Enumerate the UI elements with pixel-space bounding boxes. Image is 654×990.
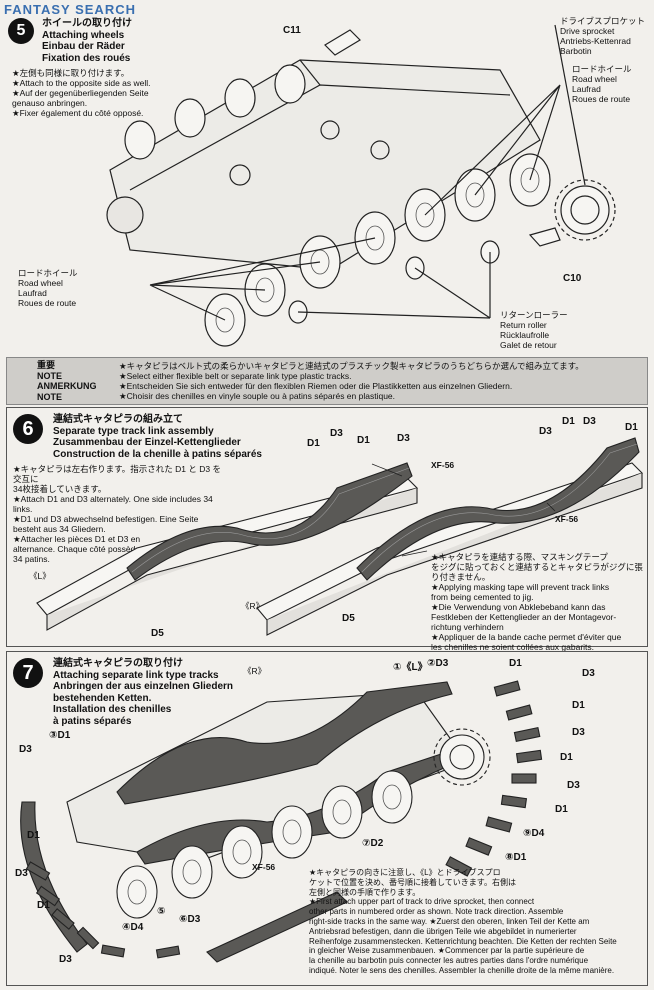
part-d3-label: D3 bbox=[567, 780, 580, 791]
note-lines: ★キャタピラはベルト式の柔らかいキャタピラと連結式のプラスチック製キャタピラのう… bbox=[119, 361, 584, 401]
paint-xf56-tag: XF-56 bbox=[431, 460, 455, 470]
return-roller-label: リターンローラー Return roller Rücklaufrolle Gal… bbox=[500, 310, 568, 350]
part-c10-label: C10 bbox=[563, 273, 582, 284]
part-d1-label: D1 bbox=[560, 752, 573, 763]
step7-notes: ★キャタピラの向きに注意し、《L》とドライブスプロ ケットで位置を決め、番号順に… bbox=[309, 868, 617, 975]
seq-3-label: ③D1 bbox=[49, 730, 71, 741]
note-bar: 重要 NOTE ANMERKUNG NOTE ★キャタピラはベルト式の柔らかいキ… bbox=[6, 357, 648, 405]
jig-notes: ★キャタピラを連結する際、マスキングテープ をジグに貼っておくと連結するとキャタ… bbox=[431, 552, 643, 652]
part-d5-label: D5 bbox=[342, 613, 355, 624]
part-d5-label: D5 bbox=[151, 628, 164, 639]
part-d1-label: D1 bbox=[509, 658, 522, 669]
step6-title: 連結式キャタピラの組み立て Separate type track link a… bbox=[53, 414, 262, 460]
part-d1-label: D1 bbox=[625, 422, 638, 433]
watermark: FANTASY SEARCH bbox=[4, 2, 136, 17]
step7-number-icon: 7 bbox=[13, 658, 43, 688]
part-d3-label: D3 bbox=[59, 954, 72, 965]
hull-wheels-drawing bbox=[106, 24, 616, 347]
part-d3-label: D3 bbox=[19, 744, 32, 755]
seq-8-label: ⑧D1 bbox=[505, 852, 527, 863]
seq-6-label: ⑥D3 bbox=[179, 914, 201, 925]
note-heads: 重要 NOTE ANMERKUNG NOTE bbox=[37, 360, 97, 402]
step5-section: 5 ホイールの取り付け Attaching wheels Einbau der … bbox=[0, 0, 654, 355]
seq-9-label: ⑨D4 bbox=[523, 828, 545, 839]
part-d3-label: D3 bbox=[15, 868, 28, 879]
track-jig-drawing bbox=[36, 437, 644, 636]
seq-4-label: ④D4 bbox=[122, 922, 144, 933]
track-install-drawing bbox=[20, 680, 543, 963]
part-c11-label: C11 bbox=[283, 25, 301, 36]
part-d3-label: D3 bbox=[539, 426, 552, 437]
part-d3-label: D3 bbox=[582, 668, 595, 679]
step7-panel: 7 連結式キャタピラの取り付け Attaching separate link … bbox=[6, 651, 648, 986]
step7-title: 連結式キャタピラの取り付け Attaching separate link ty… bbox=[53, 658, 234, 727]
r-tag: 《R》 bbox=[243, 666, 267, 676]
step5-number-icon: 5 bbox=[8, 18, 34, 44]
road-wheel-label-top: ロードホイール Road wheel Laufrad Roues de rout… bbox=[572, 64, 632, 104]
part-d1-label: D1 bbox=[307, 438, 320, 449]
paint-xf56-tag: XF-56 bbox=[252, 862, 276, 872]
part-d3-label: D3 bbox=[583, 416, 596, 427]
seq-1-label: ①《L》 bbox=[393, 662, 428, 673]
road-wheel-label-left: ロードホイール Road wheel Laufrad Roues de rout… bbox=[18, 268, 78, 308]
part-d1-label: D1 bbox=[562, 416, 575, 427]
part-d3-label: D3 bbox=[397, 433, 410, 444]
left-tag: 《L》 bbox=[29, 571, 51, 581]
part-d1-label: D1 bbox=[37, 900, 50, 911]
seq-7-label: ⑦D2 bbox=[362, 838, 384, 849]
right-tag: 《R》 bbox=[241, 601, 265, 611]
paint-xf56-tag: XF-56 bbox=[555, 514, 579, 524]
part-d1-label: D1 bbox=[572, 700, 585, 711]
part-d1-label: D1 bbox=[357, 435, 370, 446]
step6-notes: ★キャタピラは左右作ります。指示された D1 と D3 を交互に 34枚接着して… bbox=[13, 464, 221, 564]
seq-5-label: ⑤ bbox=[157, 906, 166, 917]
part-d1-label: D1 bbox=[555, 804, 568, 815]
part-d1-label: D1 bbox=[27, 830, 40, 841]
step5-notes: ★左側も同様に取り付けます。 ★Attach to the opposite s… bbox=[12, 68, 151, 118]
step5-title: ホイールの取り付け Attaching wheels Einbau der Rä… bbox=[42, 18, 132, 64]
part-d3-label: D3 bbox=[330, 428, 343, 439]
seq-2-label: ②D3 bbox=[427, 658, 449, 669]
part-d3-label: D3 bbox=[572, 727, 585, 738]
drive-sprocket-label: ドライブスプロケット Drive sprocket Antriebs-Kette… bbox=[560, 16, 646, 56]
step6-number-icon: 6 bbox=[13, 414, 43, 444]
step6-panel: 6 連結式キャタピラの組み立て Separate type track link… bbox=[6, 407, 648, 652]
